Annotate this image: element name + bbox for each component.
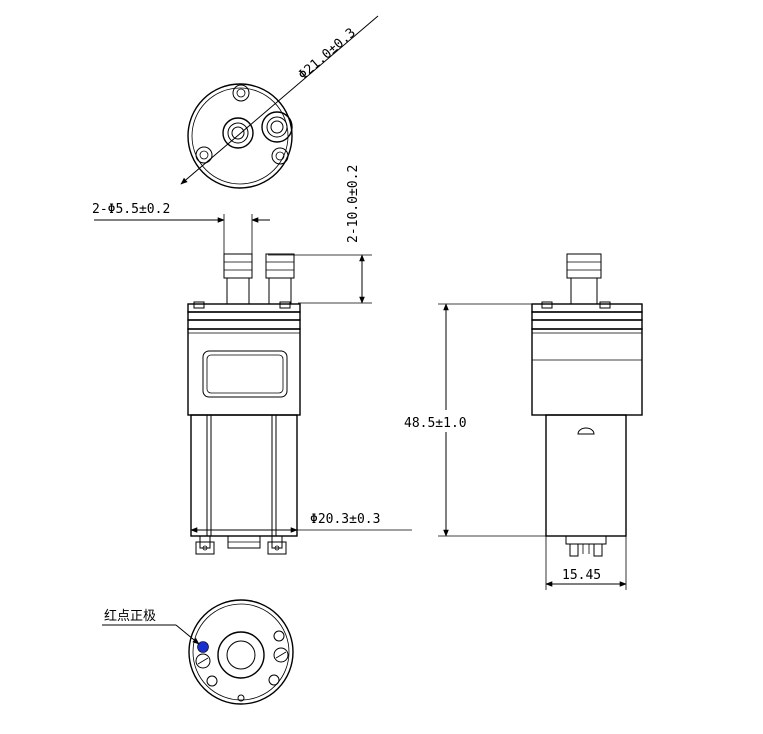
positive-terminal-dot (197, 641, 209, 653)
positive-dot-note: 红点正极 (104, 608, 156, 624)
front-view: 2-Φ5.5±0.2 2-10.0±0.2 Φ20.3±0.3 (92, 165, 412, 555)
flat-width-label: 15.45 (562, 568, 601, 583)
body-diameter-label: Φ20.3±0.3 (310, 512, 380, 527)
port-height-label: 2-10.0±0.2 (346, 165, 361, 243)
top-diameter-label: Φ21.0±0.3 (296, 25, 359, 83)
port-diameter-label: 2-Φ5.5±0.2 (92, 202, 170, 217)
side-view: 48.5±1.0 15.45 (400, 253, 643, 590)
body-length-label: 48.5±1.0 (404, 416, 467, 431)
bottom-view: 红点正极 (102, 599, 294, 705)
top-view: Φ21.0±0.3 (180, 15, 379, 189)
